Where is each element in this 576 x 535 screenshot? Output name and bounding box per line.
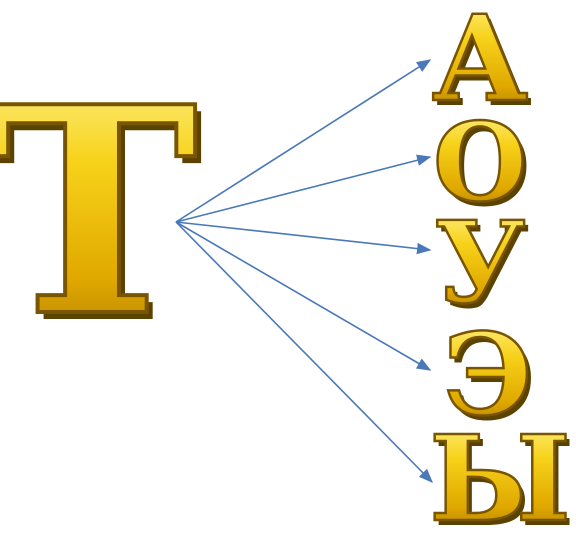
arrows bbox=[176, 60, 432, 482]
arrow-to-u bbox=[176, 222, 430, 250]
arrow-to-a bbox=[176, 60, 430, 222]
source-letter-glyph: Т bbox=[0, 45, 198, 380]
letter-y: Ы bbox=[429, 409, 571, 535]
source-letter: Т Т bbox=[0, 45, 204, 387]
arrow-to-e bbox=[176, 222, 430, 370]
target-letters: А А О О У У Э Э Ы Ы bbox=[429, 0, 575, 535]
arrow-to-o bbox=[176, 157, 430, 222]
arrow-to-y bbox=[176, 222, 432, 482]
